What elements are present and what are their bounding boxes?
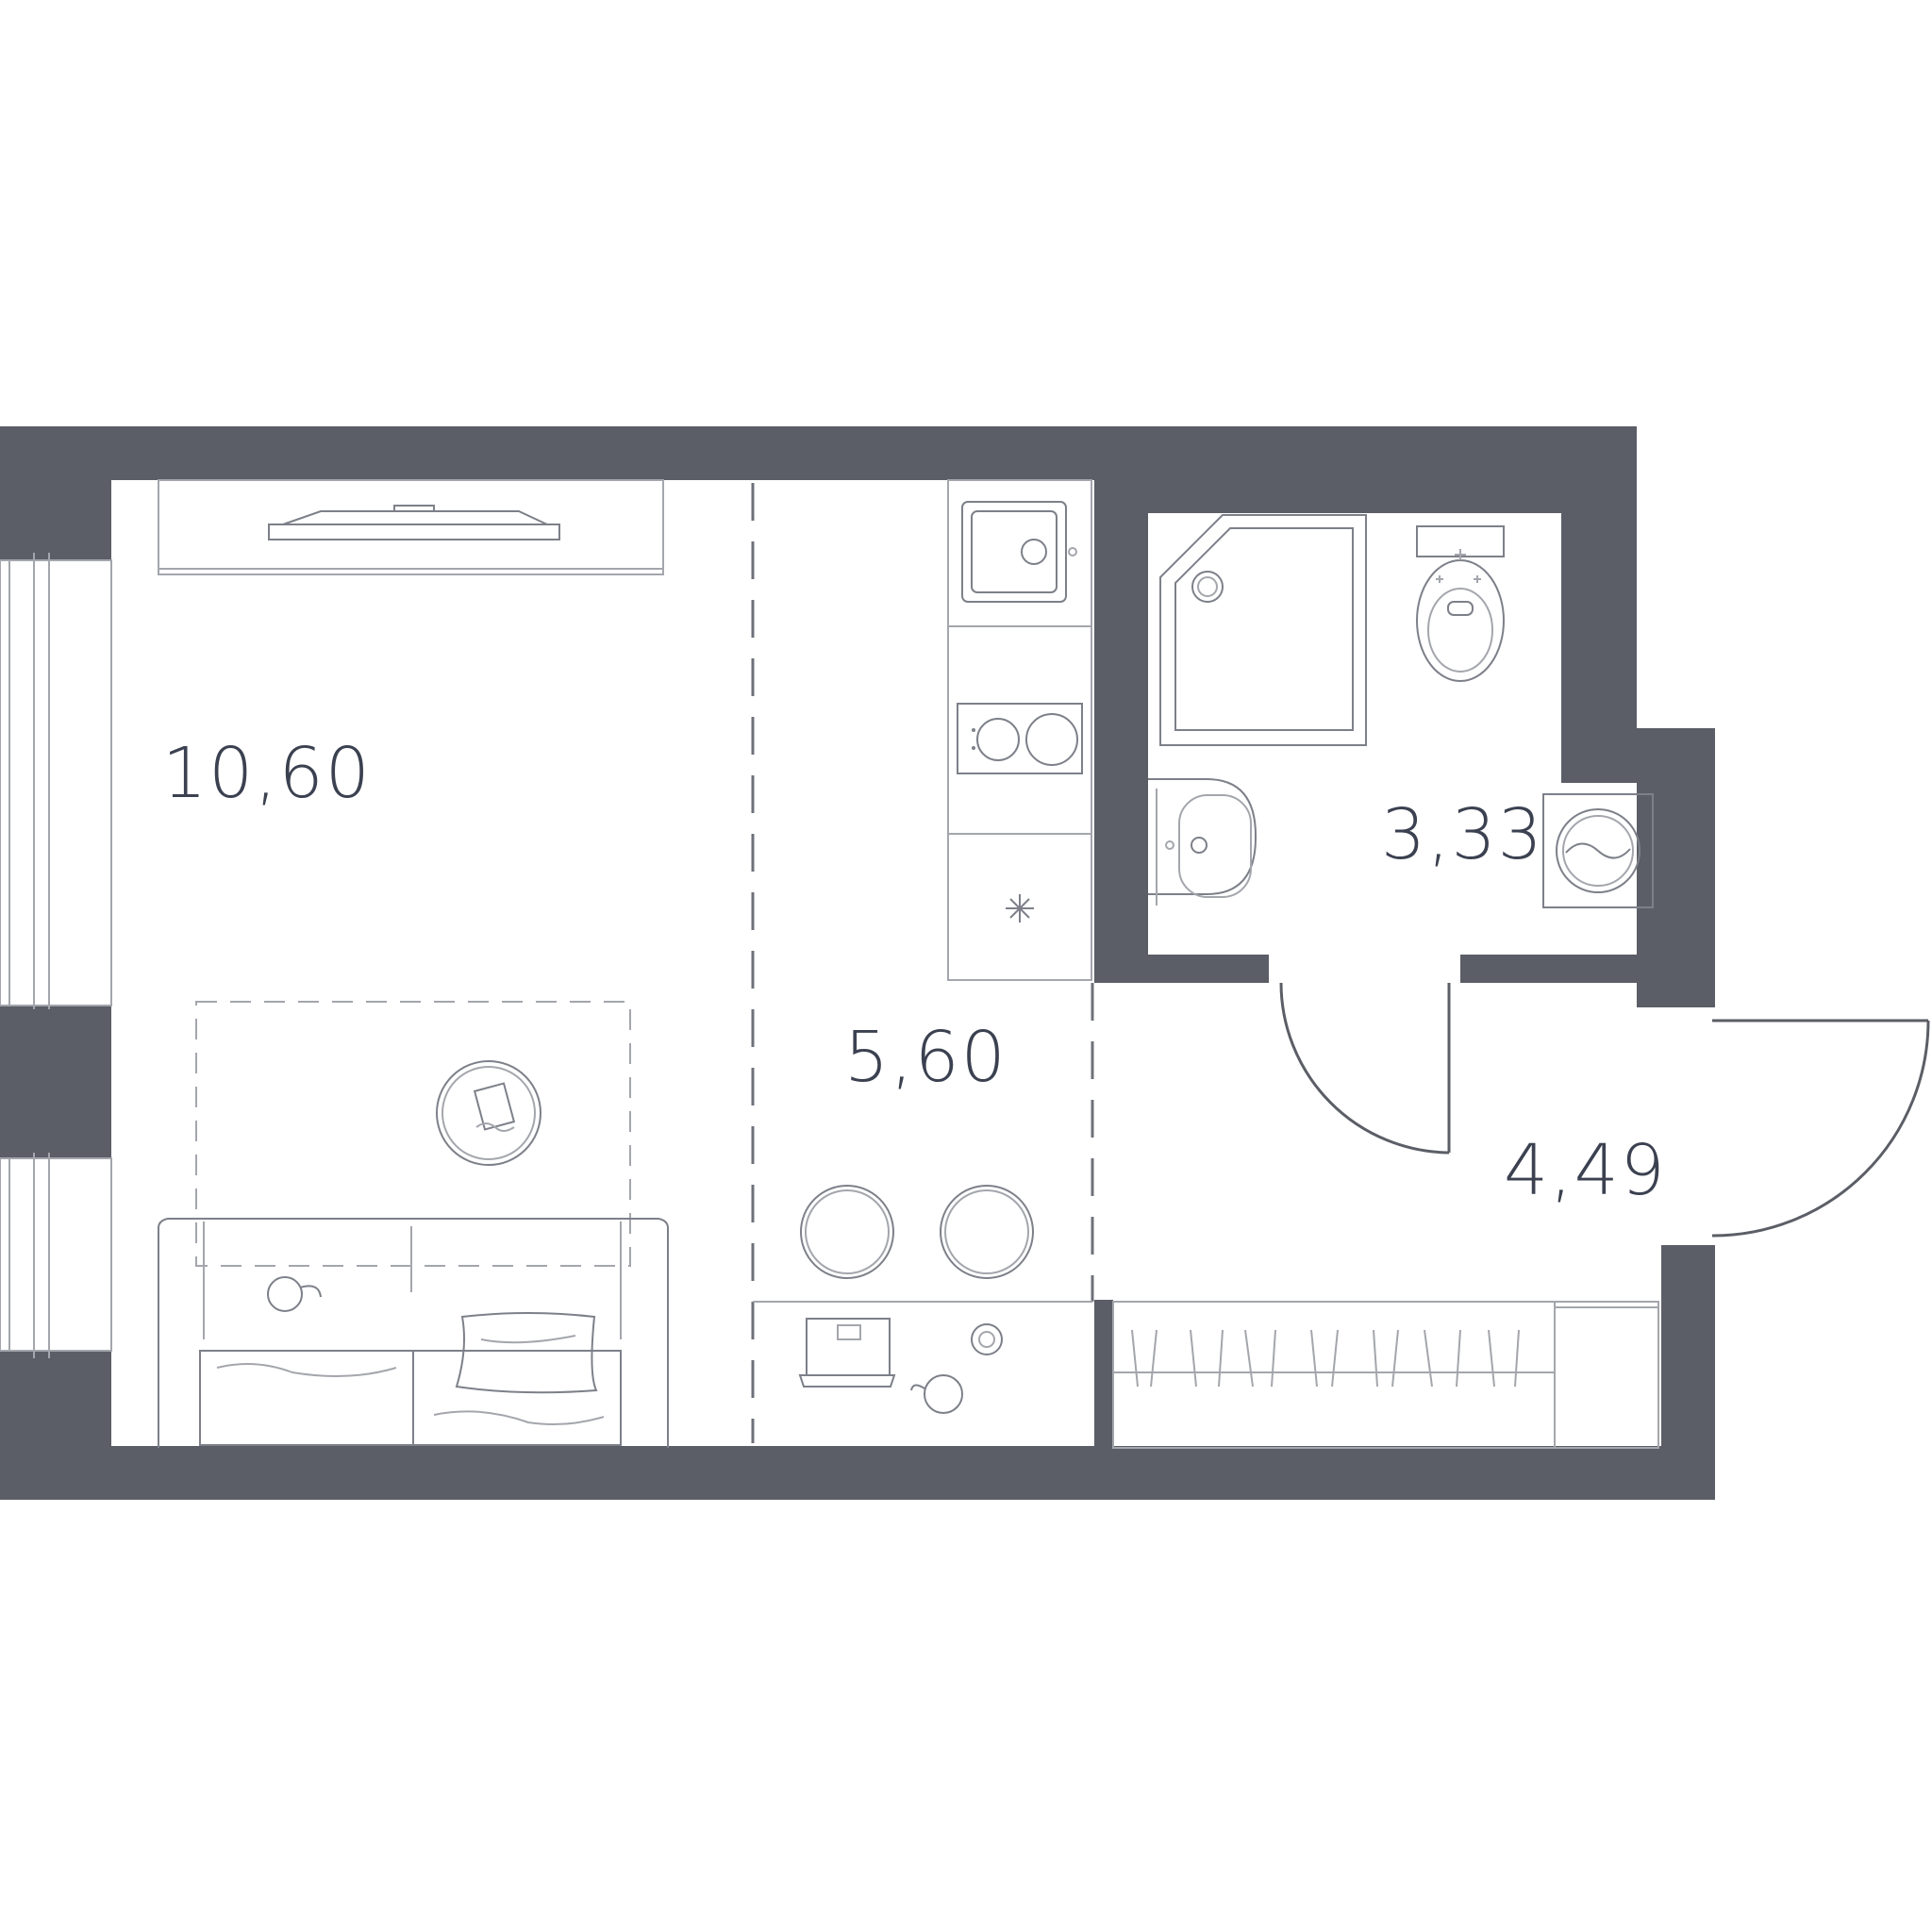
walls	[0, 426, 1715, 1500]
kitchen-counter	[947, 479, 1092, 981]
area-label-bathroom: 3,33	[1381, 794, 1544, 875]
coffee-table	[436, 1060, 541, 1166]
washbasin	[1148, 778, 1257, 906]
wardrobe	[1112, 1301, 1659, 1449]
bath-wall-top	[1118, 480, 1608, 513]
bathroom-door	[1279, 982, 1451, 1155]
bath-wall-bottom-right	[1460, 955, 1661, 983]
sofa	[158, 1218, 669, 1448]
washing-machine	[1542, 793, 1654, 908]
wall-bottom	[0, 1446, 1715, 1500]
window-upper	[0, 553, 112, 1009]
kitchen-sink	[961, 501, 1077, 603]
tv-cabinet	[158, 479, 664, 575]
bath-wall-left	[1094, 480, 1148, 983]
shower-tray	[1159, 514, 1367, 746]
area-label-living: 10,60	[162, 733, 372, 814]
wall-left-pier	[0, 1006, 111, 1158]
bath-wall-right	[1561, 513, 1637, 783]
rug-outline	[195, 1001, 631, 1267]
bath-wall-corner	[1661, 955, 1715, 1007]
area-label-kitchen: 5,60	[844, 1017, 1008, 1098]
cooktop	[957, 703, 1083, 774]
bath-wall-bottom-left	[1094, 955, 1269, 983]
area-label-hallway: 4,49	[1504, 1130, 1667, 1211]
entrance-door	[1711, 1019, 1930, 1238]
dining-area	[753, 1185, 1092, 1414]
wall-left-top	[0, 426, 111, 560]
wall-right-lower	[1661, 1245, 1715, 1500]
wall-top	[0, 426, 1637, 480]
toilet	[1416, 525, 1505, 682]
fridge	[1006, 894, 1034, 922]
wardrobe-wall-stub	[1094, 1300, 1113, 1451]
window-lower	[0, 1153, 112, 1358]
